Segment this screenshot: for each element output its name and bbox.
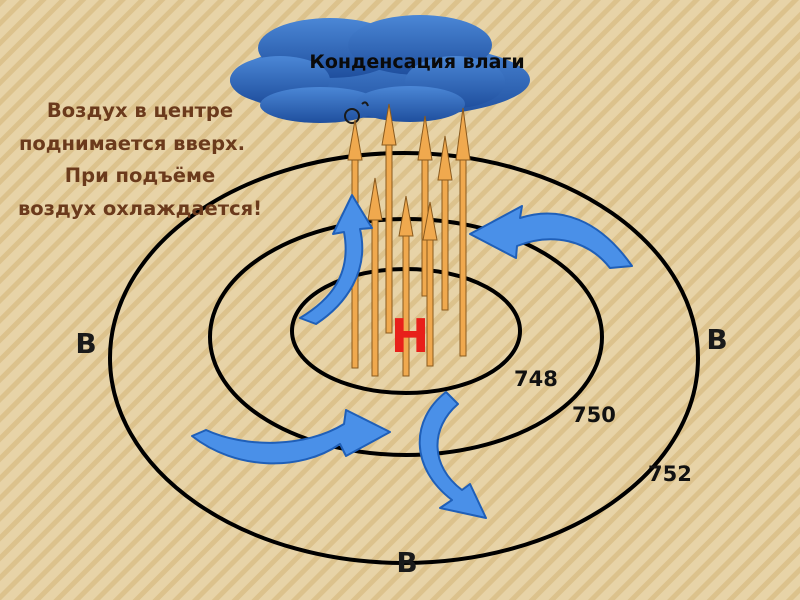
- updraft-arrow-4: [398, 195, 414, 377]
- rain-drops-icon: [344, 101, 369, 124]
- high-pressure-right-label: В: [706, 323, 727, 356]
- low-pressure-label: Н: [391, 309, 430, 363]
- updraft-arrow-6: [422, 201, 438, 367]
- isobar-label-750: 750: [572, 403, 616, 427]
- explanation-line-1: Воздух в центре: [47, 99, 233, 122]
- high-pressure-left-label: В: [75, 327, 96, 360]
- isobar-label-752: 752: [648, 462, 692, 486]
- explanation-line-3: При подъёме: [65, 164, 215, 187]
- explanation-line-2: поднимается вверх.: [19, 132, 245, 155]
- high-pressure-bottom-label: В: [396, 546, 417, 579]
- updraft-arrow-7: [437, 135, 453, 311]
- explanation-text: Воздух в центре поднимается вверх. При п…: [18, 99, 262, 220]
- explanation-line-4: воздух охлаждается!: [18, 197, 262, 220]
- cloud-label: Конденсация влаги: [309, 51, 524, 73]
- updraft-arrow-2: [367, 177, 383, 377]
- inflow-arrow-upper-left: [299, 194, 373, 325]
- updraft-arrow-3: [381, 103, 397, 334]
- cloud-icon: [230, 15, 530, 123]
- inflow-arrow-upper-right: [469, 205, 633, 269]
- updraft-arrow-8: [455, 107, 471, 357]
- inflow-arrows: [191, 194, 633, 519]
- isobar-label-748: 748: [514, 367, 558, 391]
- inflow-arrow-lower-middle: [418, 391, 487, 519]
- isobar-ring-outer: [108, 151, 700, 565]
- inflow-arrow-lower-left: [191, 409, 391, 465]
